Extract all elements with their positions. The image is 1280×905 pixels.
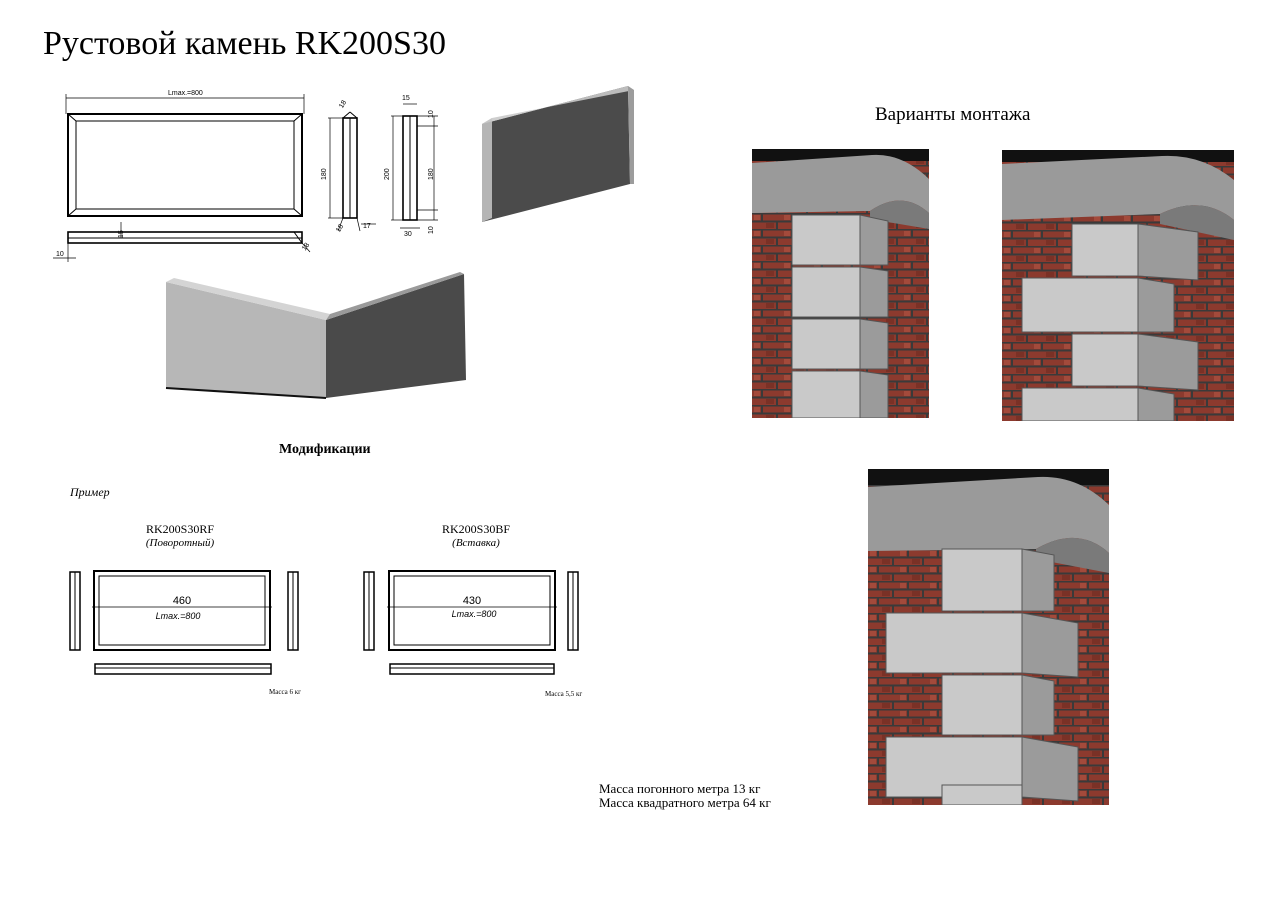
modifications-heading: Модификации (279, 442, 371, 457)
mounting-photo-1 (752, 149, 929, 418)
dim-lmax: Lmax.=800 (168, 90, 203, 97)
dim-15-bottom: 15 (118, 230, 125, 238)
technical-drawing: Lmax.=800 15 10 18 180 18 18 17 200 15 1… (53, 90, 438, 262)
mounting-heading: Варианты монтажа (875, 104, 1031, 125)
dim-18-side1: 18 (335, 223, 345, 233)
variant-1-mass: Масса 6 кг (269, 688, 302, 696)
dim-30-side2: 30 (404, 231, 412, 238)
mass-square: Масса квадратного метра 64 кг (599, 795, 771, 810)
example-label: Пример (70, 485, 110, 499)
dim-200-side2: 200 (384, 168, 391, 180)
dim-18-side1-top: 18 (338, 99, 348, 109)
page-title: Рустовой камень RK200S30 (43, 25, 446, 62)
mounting-photo-3 (868, 469, 1109, 805)
variant-1-type: (Поворотный) (145, 537, 215, 549)
variant-2-type: (Вставка) (452, 537, 500, 549)
variant-2-drawing: 430 Lmax.=800 (363, 570, 579, 675)
mass-linear: Масса погонного метра 13 кг (599, 781, 761, 796)
variant-2-mass: Масса 5,5 кг (545, 690, 583, 698)
mounting-photo-2 (1002, 150, 1234, 421)
dim-10-side2-bottom: 10 (428, 226, 435, 234)
variant-2-code: RK200S30BF (441, 522, 511, 536)
variant-1-drawing: 460 Lmax.=800 (69, 570, 299, 675)
variant-1-lmax: Lmax.=800 (156, 611, 201, 621)
variant-1-code: RK200S30RF (145, 522, 215, 536)
variant-2-width: 430 (463, 595, 481, 607)
dim-18-bottom: 18 (301, 242, 311, 252)
stone-render-corner (165, 272, 466, 399)
stone-render-flat (482, 86, 634, 222)
dim-10-bottom: 10 (56, 251, 64, 258)
dim-10-side2-top: 10 (428, 110, 435, 118)
dim-17-side1: 17 (363, 223, 371, 230)
variant-1-width: 460 (173, 595, 191, 607)
variant-2-lmax: Lmax.=800 (452, 609, 497, 619)
dim-180-side1: 180 (321, 168, 328, 180)
dim-15-side2: 15 (402, 95, 410, 102)
dim-180-side2: 180 (428, 168, 435, 180)
